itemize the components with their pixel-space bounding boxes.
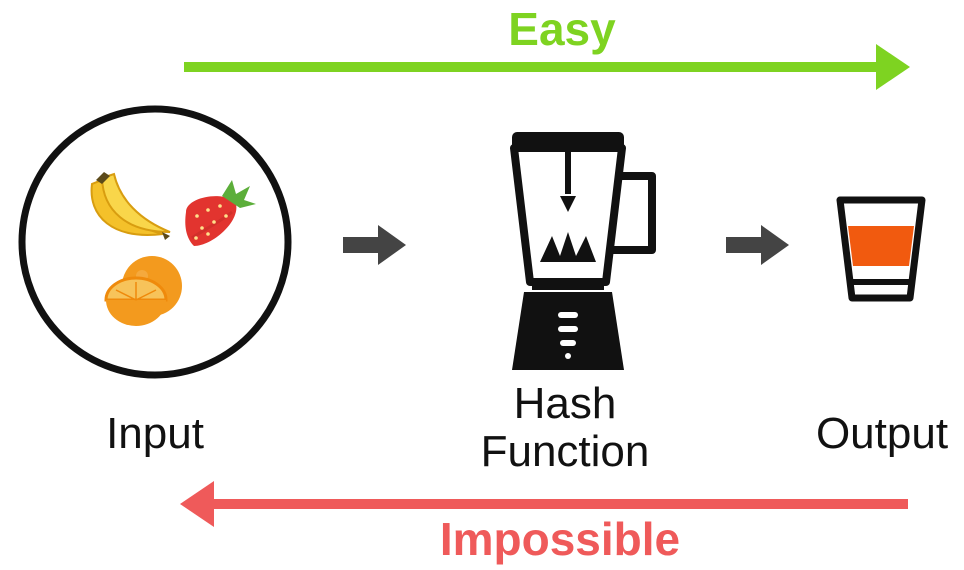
banana-icon xyxy=(90,172,171,240)
output-label: Output xyxy=(815,409,949,458)
hash-function-label: Hash Function xyxy=(440,380,690,476)
juice-glass-icon xyxy=(836,196,926,302)
input-label: Input xyxy=(106,409,204,458)
impossible-arrow xyxy=(180,481,908,527)
orange-icon xyxy=(104,256,182,326)
hash-label-line1: Hash xyxy=(513,379,617,428)
connector-arrow-1 xyxy=(343,225,406,265)
blender-icon xyxy=(510,132,656,370)
fruit-circle-icon xyxy=(18,105,292,379)
easy-arrow-head xyxy=(876,44,910,90)
impossible-arrow-head xyxy=(180,481,214,527)
easy-arrow xyxy=(184,44,910,90)
impossible-label: Impossible xyxy=(439,513,681,565)
strawberry-icon xyxy=(185,180,256,246)
hash-label-line2: Function xyxy=(480,427,650,476)
easy-label: Easy xyxy=(508,3,616,55)
connector-arrow-2 xyxy=(726,225,789,265)
